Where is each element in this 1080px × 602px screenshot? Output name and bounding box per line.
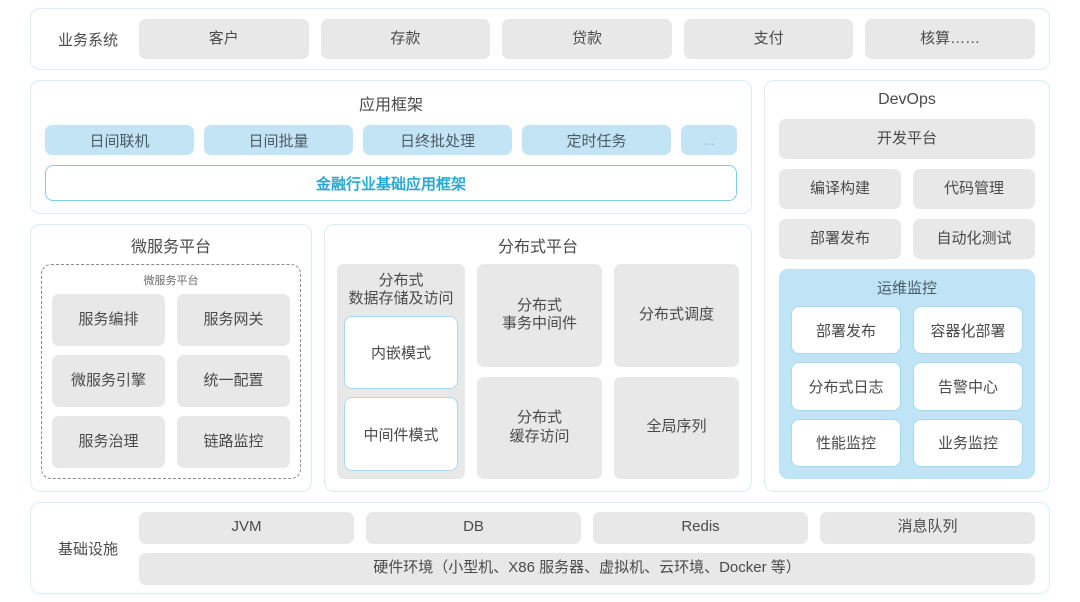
business-system-items: 客户 存款 贷款 支付 核算…… <box>139 19 1035 59</box>
storage-mode-embedded[interactable]: 内嵌模式 <box>344 315 458 390</box>
business-system-label: 业务系统 <box>57 31 118 49</box>
infrastructure-label: 基础设施 <box>57 540 118 558</box>
microservice-inner-title: 微服务平台 <box>143 275 199 287</box>
application-framework-title: 应用框架 <box>358 97 423 114</box>
finance-base-framework-box[interactable]: 金融行业基础应用框架 <box>45 165 737 201</box>
business-item-deposit[interactable]: 存款 <box>320 19 491 59</box>
infrastructure-item-db[interactable]: DB <box>366 511 581 544</box>
devops-items: 开发平台 编译构建 代码管理 部署发布 自动化测试 <box>779 119 1035 259</box>
distributed-item-transaction-middleware[interactable]: 分布式 事务中间件 <box>477 264 602 367</box>
microservice-item-engine[interactable]: 微服务引擎 <box>52 355 165 407</box>
business-item-loan[interactable]: 贷款 <box>502 19 672 59</box>
application-framework-panel: 应用框架 日间联机 日间批量 日终批处理 定时任务 ... 金融行业基础应用框架 <box>30 80 752 214</box>
infrastructure-item-message-queue[interactable]: 消息队列 <box>820 511 1035 544</box>
infrastructure-item-jvm[interactable]: JVM <box>139 511 354 544</box>
monitoring-item-business-monitoring[interactable]: 业务监控 <box>913 418 1023 467</box>
platform-area: 应用框架 日间联机 日间批量 日终批处理 定时任务 ... 金融行业基础应用框架… <box>30 80 1050 492</box>
appframe-tag-eod-batch[interactable]: 日终批处理 <box>363 125 512 155</box>
devops-panel: DevOps 开发平台 编译构建 代码管理 部署发布 自动化测试 运维监控 部署… <box>764 80 1050 492</box>
appframe-tag-more[interactable]: ... <box>681 125 737 155</box>
monitoring-item-distributed-log[interactable]: 分布式日志 <box>791 362 901 411</box>
monitoring-item-performance-monitoring[interactable]: 性能监控 <box>791 418 901 467</box>
microservice-platform-title: 微服务平台 <box>130 239 211 256</box>
microservice-item-unified-config[interactable]: 统一配置 <box>177 355 290 407</box>
devops-item-dev-platform[interactable]: 开发平台 <box>779 119 1035 159</box>
microservice-inner-box: 微服务平台 服务编排 服务网关 微服务引擎 统一配置 服务治理 链路监控 <box>41 264 301 479</box>
appframe-tag-scheduled-task[interactable]: 定时任务 <box>522 125 671 155</box>
business-item-customer[interactable]: 客户 <box>139 19 309 59</box>
microservice-item-orchestration[interactable]: 服务编排 <box>52 294 165 346</box>
distributed-platform-title: 分布式平台 <box>497 239 578 256</box>
distributed-item-cache-access[interactable]: 分布式 缓存访问 <box>477 376 602 479</box>
monitoring-item-alert-center[interactable]: 告警中心 <box>913 362 1023 411</box>
distributed-body: 分布式 数据存储及访问 内嵌模式 中间件模式 分布式 事务中间件 分布式调度 分… <box>337 264 739 479</box>
infrastructure-items: JVM DB Redis 消息队列 <box>139 511 1035 544</box>
microservice-items: 服务编排 服务网关 微服务引擎 统一配置 服务治理 链路监控 <box>52 294 290 468</box>
appframe-tag-daytime-batch[interactable]: 日间批量 <box>204 125 353 155</box>
infrastructure-panel: 基础设施 JVM DB Redis 消息队列 硬件环境（小型机、X86 服务器、… <box>30 502 1050 594</box>
business-system-panel: 业务系统 客户 存款 贷款 支付 核算…… <box>30 8 1050 70</box>
devops-row-deploy: 部署发布 自动化测试 <box>779 219 1035 259</box>
distributed-storage-label: 分布式 数据存储及访问 <box>348 272 454 308</box>
devops-item-code-management[interactable]: 代码管理 <box>913 169 1035 209</box>
operations-monitoring-panel: 运维监控 部署发布 容器化部署 分布式日志 告警中心 性能监控 业务监控 <box>779 269 1035 479</box>
microservice-item-gateway[interactable]: 服务网关 <box>177 294 290 346</box>
microservice-platform-panel: 微服务平台 微服务平台 服务编排 服务网关 微服务引擎 统一配置 服务治理 链路… <box>30 224 312 492</box>
infrastructure-stack: JVM DB Redis 消息队列 硬件环境（小型机、X86 服务器、虚拟机、云… <box>139 511 1035 585</box>
left-platform-group: 应用框架 日间联机 日间批量 日终批处理 定时任务 ... 金融行业基础应用框架… <box>30 80 752 492</box>
devops-title: DevOps <box>878 91 936 108</box>
distributed-item-scheduling[interactable]: 分布式调度 <box>614 264 739 367</box>
monitoring-item-deploy-release[interactable]: 部署发布 <box>791 306 901 355</box>
devops-item-automated-test[interactable]: 自动化测试 <box>913 219 1035 259</box>
devops-item-deploy-release[interactable]: 部署发布 <box>779 219 901 259</box>
distributed-item-global-sequence[interactable]: 全局序列 <box>614 376 739 479</box>
infrastructure-hardware-environment[interactable]: 硬件环境（小型机、X86 服务器、虚拟机、云环境、Docker 等） <box>139 552 1035 585</box>
operations-monitoring-title: 运维监控 <box>876 280 937 297</box>
business-item-payment[interactable]: 支付 <box>683 19 854 59</box>
operations-monitoring-items: 部署发布 容器化部署 分布式日志 告警中心 性能监控 业务监控 <box>791 306 1023 467</box>
application-framework-tags: 日间联机 日间批量 日终批处理 定时任务 ... <box>45 125 737 155</box>
appframe-tag-daytime-online[interactable]: 日间联机 <box>45 125 194 155</box>
distributed-items: 分布式 事务中间件 分布式调度 分布式 缓存访问 全局序列 <box>477 264 739 479</box>
microservice-item-governance[interactable]: 服务治理 <box>52 416 165 468</box>
infrastructure-item-redis[interactable]: Redis <box>593 511 808 544</box>
storage-mode-middleware[interactable]: 中间件模式 <box>344 397 458 471</box>
distributed-platform-panel: 分布式平台 分布式 数据存储及访问 内嵌模式 中间件模式 分布式 事务中间件 分… <box>324 224 752 492</box>
distributed-storage-modes: 内嵌模式 中间件模式 <box>344 315 458 471</box>
monitoring-item-containerized-deploy[interactable]: 容器化部署 <box>913 306 1023 355</box>
microservice-item-trace-monitoring[interactable]: 链路监控 <box>177 416 290 468</box>
business-item-accounting[interactable]: 核算…… <box>865 19 1035 59</box>
microservice-distributed-row: 微服务平台 微服务平台 服务编排 服务网关 微服务引擎 统一配置 服务治理 链路… <box>30 224 752 492</box>
devops-item-compile-build[interactable]: 编译构建 <box>779 169 901 209</box>
devops-row-build: 编译构建 代码管理 <box>779 169 1035 209</box>
distributed-storage-group: 分布式 数据存储及访问 内嵌模式 中间件模式 <box>337 264 465 479</box>
